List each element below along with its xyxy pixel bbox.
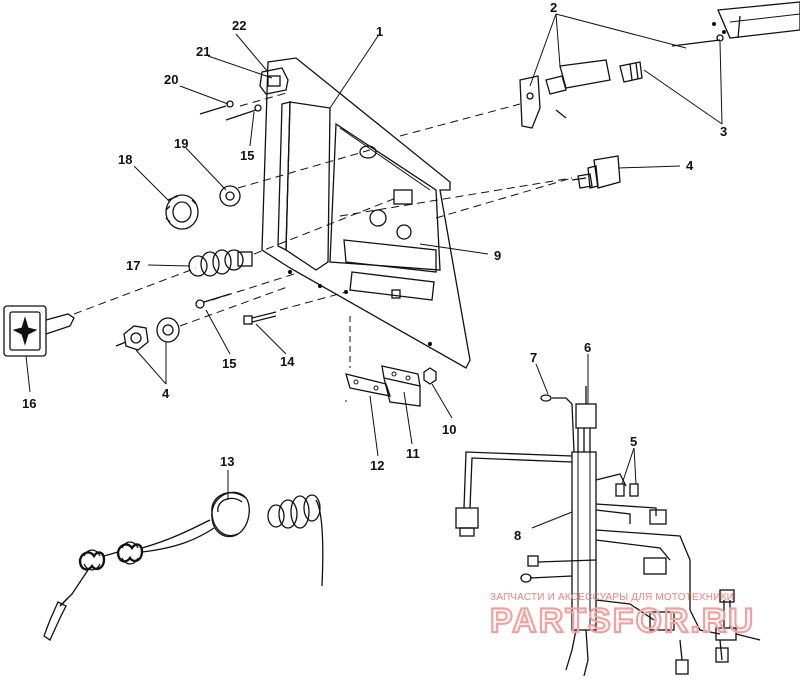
callout-15-upper: 15 (240, 148, 254, 163)
ignition-switch (188, 249, 253, 277)
assembly-lines (73, 91, 573, 327)
callout-22: 22 (232, 18, 246, 33)
callout-11: 11 (406, 446, 420, 461)
brake-switch-assembly (519, 1, 800, 129)
callout-4-lower: 4 (162, 386, 170, 401)
callout-21: 21 (196, 44, 210, 59)
callout-13: 13 (220, 454, 234, 469)
callout-10: 10 (442, 422, 456, 437)
callout-6: 6 (584, 340, 591, 355)
wire-harness (455, 386, 761, 677)
leader-lines (25, 13, 723, 529)
callout-4-upper: 4 (686, 158, 694, 173)
callout-18: 18 (118, 152, 132, 167)
callout-20: 20 (164, 72, 178, 87)
callout-5: 5 (630, 434, 637, 449)
watermark-tagline: ЗАПЧАСТИ И АКСЕССУАРЫ ДЛЯ МОТОТЕХНИКИ (490, 592, 734, 603)
callout-16: 16 (22, 396, 36, 411)
callout-15-lower: 15 (222, 356, 236, 371)
callout-3: 3 (720, 124, 727, 139)
callout-2: 2 (550, 0, 557, 15)
lower-screws (195, 293, 277, 325)
callout-8: 8 (514, 528, 521, 543)
callout-1: 1 (376, 24, 383, 39)
callout-14: 14 (280, 354, 295, 369)
nut-and-washer (165, 185, 241, 230)
tether-cord (43, 491, 250, 641)
callout-labels: 1 2 3 4 4 5 6 7 8 9 10 11 12 13 14 15 15… (22, 0, 727, 543)
callout-19: 19 (174, 136, 188, 151)
mounting-brackets (345, 316, 437, 407)
callout-9: 9 (494, 248, 501, 263)
toggle-switch (571, 155, 621, 189)
watermark: ЗАПЧАСТИ И АКСЕССУАРЫ ДЛЯ МОТОТЕХНИКИ PA… (489, 592, 755, 641)
safety-switch (267, 494, 324, 587)
dash-panel (261, 57, 471, 369)
ignition-key (3, 305, 75, 357)
switch-nut-washer (115, 317, 180, 351)
watermark-brand: PARTSFOR.RU (490, 602, 755, 640)
callout-17: 17 (126, 258, 140, 273)
clip-and-screws (199, 67, 289, 121)
callout-12: 12 (370, 458, 384, 473)
callout-7: 7 (530, 350, 537, 365)
